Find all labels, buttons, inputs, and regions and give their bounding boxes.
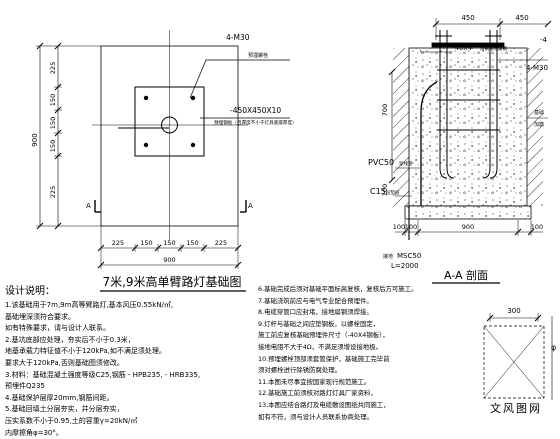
dim-horiz-5: 225 bbox=[215, 239, 227, 247]
note-right-line: 须对螺栓进行除锈防腐处理。 bbox=[258, 366, 342, 375]
bolt-callout-sub: 预埋螺栓 bbox=[248, 52, 268, 59]
note-right-line: 6.基础完成后须对基础平面标高复核，复核后方可施工。 bbox=[258, 285, 418, 293]
notes-left: 1.该基础用于7m,9m高等臂路灯,基本风压0.55kN/㎡, 基础埋深须符合要… bbox=[5, 300, 200, 439]
plan-texts: 4-M30 预埋螺栓 -450X450X10 预埋钢板（且厚度不小于灯具底座厚度… bbox=[31, 33, 297, 289]
section-dim-bottom-4: 100 bbox=[531, 223, 543, 231]
drawing: 4-M30 预埋螺栓 -450X450X10 预埋钢板（且厚度不小于灯具底座厚度… bbox=[31, 14, 556, 415]
dim-vert-2: 150 bbox=[49, 94, 57, 106]
strip-sub: 角钢接地扁钢 bbox=[480, 45, 507, 52]
inset-phi: φ bbox=[551, 343, 556, 352]
dim-horiz-2: 150 bbox=[140, 239, 152, 247]
strip-label: -40x4 bbox=[452, 44, 473, 52]
conduit-hole bbox=[161, 116, 178, 134]
note-right-line: 10.预埋螺栓顶部须套管保护，基础施工完毕前 bbox=[258, 354, 390, 363]
bolt-callout: 4-M30 bbox=[226, 33, 250, 42]
note-left-line: 基础埋深须符合要求。 bbox=[5, 312, 75, 321]
ground-length: L=2000 bbox=[391, 262, 419, 270]
pvc-conduit bbox=[420, 81, 438, 206]
section-texts: 450 450 -40x4 角钢接地扁钢 -4 4-M30 基础 加筋 700 … bbox=[368, 14, 548, 282]
section-mark-right: A bbox=[248, 202, 253, 210]
note-right-line: 如有不符，须与设计人员联系协商处理。 bbox=[258, 412, 374, 421]
note-left-line: 3.材料：基础混凝土强度等级C25,钢筋 - HPB235, - HRB335, bbox=[5, 370, 201, 379]
notes-title: 设计说明： bbox=[5, 286, 55, 297]
dim-horiz-1: 225 bbox=[112, 239, 124, 247]
note-right-line: 7.基础浇筑前应与电气专业配合预埋件。 bbox=[258, 296, 373, 305]
label-side-b: 加筋 bbox=[534, 121, 544, 128]
plan-title: 7米,9米高单臂路灯基础图 bbox=[102, 274, 241, 289]
dim-width: 900 bbox=[163, 256, 175, 264]
notes-right: 6.基础完成后须对基础平面标高复核，复核后方可施工。 7.基础浇筑前应与电气专业… bbox=[258, 284, 417, 423]
note-left-line: 4.基础保护层厚20mm,钢筋间距。 bbox=[5, 393, 114, 402]
label-right-top: -4 bbox=[540, 36, 548, 44]
ground-tube: MSC50 bbox=[397, 252, 421, 260]
note-left-line: 地基承载力特征值不小于120kPa,如不满足须处理。 bbox=[5, 347, 166, 356]
soil-right bbox=[527, 48, 543, 206]
note-right-line: 施工前应复核基础预埋件尺寸（-40X4钢板）， bbox=[258, 331, 389, 340]
note-left-line: 1.该基础用于7m,9m高等臂路灯,基本风压0.55kN/㎡, bbox=[5, 301, 174, 309]
c15-cushion bbox=[404, 205, 532, 220]
note-left-line: 如有特殊要求，请与设计人联系。 bbox=[5, 324, 110, 333]
section-dim-bottom-2: 100 bbox=[405, 223, 417, 231]
c15-label: C15 bbox=[370, 187, 386, 196]
plate-callout: -450X450X10 bbox=[230, 106, 281, 115]
dim-vert-1: 225 bbox=[49, 62, 57, 74]
plate-callout-sub: 预埋钢板（且厚度不小于灯具底座厚度） bbox=[214, 119, 297, 126]
dim-vert-4: 150 bbox=[49, 140, 57, 152]
soil-left bbox=[393, 48, 409, 206]
note-left-line: 5.基础回填土分层夯实，并分层夯实， bbox=[5, 405, 124, 414]
c15-sub: 砼垫层 bbox=[386, 189, 400, 196]
label-m30: 4-M30 bbox=[526, 64, 548, 72]
inset-dim-300: 300 bbox=[507, 307, 520, 315]
ground-label: 接地 bbox=[383, 253, 393, 260]
dim-horiz-4: 150 bbox=[186, 239, 198, 247]
section-title: A-A 剖面 bbox=[444, 268, 488, 282]
section-dim-bottom-1: 100 bbox=[393, 223, 405, 231]
note-left-line: 压实系数不小于0.95,土的容重γ=20kN/㎡ bbox=[5, 416, 138, 425]
section-dim-700: 700 bbox=[381, 104, 389, 116]
section-dim-right: 450 bbox=[515, 14, 528, 22]
pvc-label: PVC50 bbox=[368, 158, 394, 167]
pvc-sub: 穿线管 bbox=[399, 160, 413, 167]
note-right-line: 8.电缆穿管口应封堵，接地扁钢须焊接。 bbox=[258, 308, 373, 317]
note-right-line: 13.本图应结合路灯及电缆敷设图纸共同施工， bbox=[258, 400, 390, 409]
dim-height: 900 bbox=[31, 133, 39, 146]
note-right-line: 12.基础施工前须核对路灯灯具厂家资料， bbox=[258, 389, 377, 398]
note-right-line: 11.本图未尽事宜按国家现行规范施工。 bbox=[258, 377, 371, 386]
section-dim-100: 100 bbox=[381, 184, 389, 196]
note-right-line: 接地电阻不大于4Ω，不满足须增设接地极。 bbox=[258, 342, 382, 351]
section-view bbox=[388, 18, 552, 284]
note-left-line: 预埋件Q235 bbox=[5, 382, 45, 391]
inset-detail bbox=[483, 313, 553, 400]
section-dim-bottom-3: 900 bbox=[462, 223, 474, 231]
note-left-line: 内摩擦角φ=30°。 bbox=[5, 428, 63, 437]
note-left-line: 2.基坑底部应处理，夯实后不小于0.3米， bbox=[5, 335, 135, 344]
section-mark-left: A bbox=[86, 202, 91, 210]
note-left-line: 要求大于120kPa,否则基础图须修改。 bbox=[5, 358, 124, 367]
note-right-line: 9.灯杆与基础之间应垫钢板，以螺栓固定， bbox=[258, 319, 380, 328]
bolt-holes bbox=[143, 95, 196, 148]
anchor-bolts bbox=[435, 30, 502, 179]
watermark-stamp: 文风图网 bbox=[490, 401, 542, 415]
section-plate bbox=[431, 42, 505, 48]
dim-vert-3: 150 bbox=[49, 117, 57, 129]
dim-vert-5: 225 bbox=[49, 186, 57, 198]
section-dim-top: 450 bbox=[461, 14, 474, 22]
plan-view bbox=[36, 30, 290, 292]
label-side-a: 基础 bbox=[534, 109, 544, 116]
concrete-body bbox=[408, 47, 528, 207]
dim-horiz-3: 150 bbox=[163, 239, 175, 247]
